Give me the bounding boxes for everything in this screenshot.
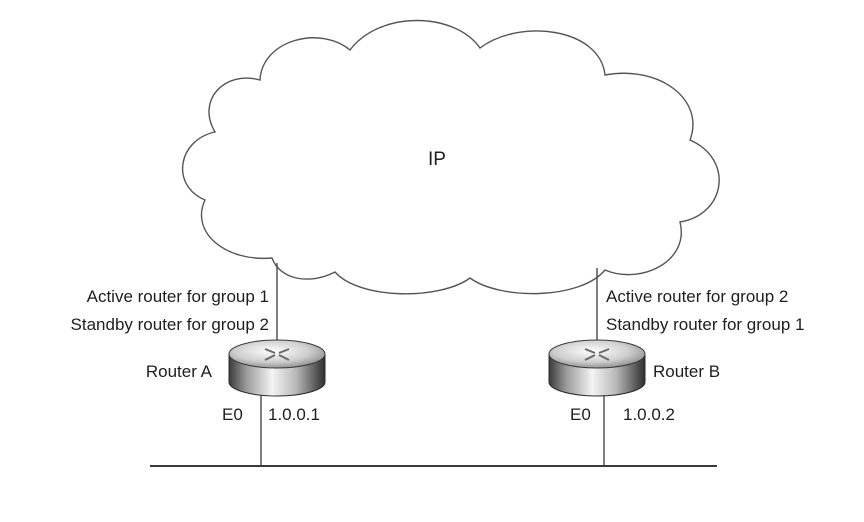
router-b-label: Router B <box>653 362 720 381</box>
router-a-role-2: Standby router for group 2 <box>71 315 269 334</box>
router-a-interface: E0 <box>222 405 243 424</box>
router-b-role-1: Active router for group 2 <box>606 287 788 306</box>
router-a-label: Router A <box>146 362 213 381</box>
router-icon <box>228 339 326 397</box>
router-a[interactable]: Router A <box>146 339 326 397</box>
cloud-label: IP <box>428 149 446 170</box>
router-icon <box>548 339 646 397</box>
router-a-role-1: Active router for group 1 <box>87 287 269 306</box>
ip-cloud: IP <box>181 19 720 295</box>
router-b-address: 1.0.0.2 <box>623 405 675 424</box>
router-a-address: 1.0.0.1 <box>268 405 320 424</box>
cloud-shape <box>181 19 720 295</box>
router-b[interactable]: Router B <box>548 339 720 397</box>
router-b-role-2: Standby router for group 1 <box>606 315 804 334</box>
router-b-interface: E0 <box>570 405 591 424</box>
